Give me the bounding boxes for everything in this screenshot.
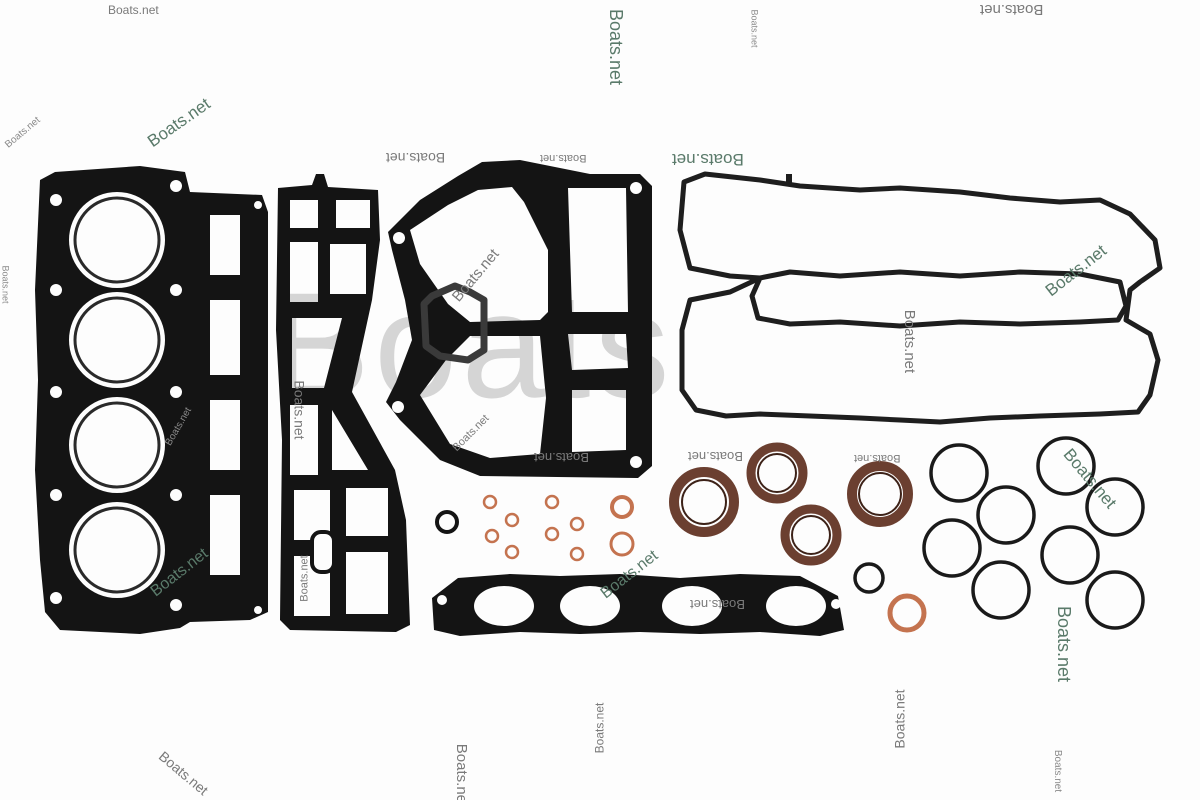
- watermark-label: Boats.net: [1054, 605, 1075, 683]
- watermark-label: Boats.net: [534, 450, 589, 465]
- oil-seals: [669, 442, 913, 566]
- watermark-label: Boats.net: [688, 449, 743, 464]
- copper-washers: [482, 494, 927, 633]
- watermark-label: Boats.net: [108, 3, 159, 17]
- watermark-label: Boats.net: [980, 1, 1044, 18]
- valve-cover-gasket: [677, 171, 1163, 425]
- watermark-label: Boats.net: [0, 265, 11, 304]
- power-head-base-gasket: [386, 160, 652, 478]
- watermark-label: Boats.net: [891, 689, 908, 749]
- watermark-label: Boats.net: [749, 9, 760, 48]
- watermark-label: Boats.net: [606, 8, 627, 86]
- watermark-label: Boats.net: [592, 702, 607, 754]
- watermark-label: Boats.net: [672, 150, 744, 169]
- small-o-ring: [435, 510, 459, 534]
- watermark-label: Boats.net: [854, 452, 901, 464]
- exhaust-cover-gasket: [276, 174, 410, 632]
- watermark-label: Boats.net: [690, 597, 745, 612]
- intake-manifold-gasket: [432, 574, 844, 636]
- watermark-label: Boats.net: [453, 743, 471, 800]
- watermark-label: Boats.net: [901, 309, 919, 374]
- o-rings: [853, 436, 1145, 630]
- watermark-label: Boats.net: [540, 152, 587, 164]
- watermark-label: Boats.net: [386, 150, 446, 166]
- watermark-label: Boats.net: [291, 380, 308, 440]
- watermark-label: Boats.net: [298, 555, 311, 602]
- watermark-label: Boats.net: [1052, 749, 1064, 793]
- cylinder-head-gasket: [35, 166, 268, 634]
